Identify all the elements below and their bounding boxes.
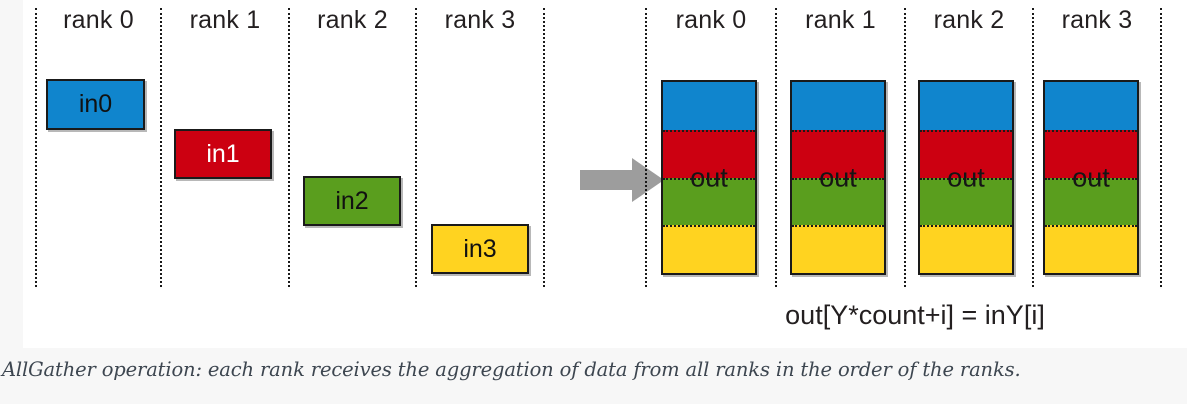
input-rank-label-2: rank 2: [317, 6, 388, 34]
rank-divider-right-1: [775, 8, 777, 287]
output-segment-in0: [920, 82, 1012, 130]
output-segment-in1: [663, 129, 755, 178]
formula-text: out[Y*count+i] = inY[i]: [785, 300, 1045, 330]
output-segment-in3: [792, 225, 884, 273]
output-segment-in1: [920, 129, 1012, 178]
output-segment-in2: [792, 177, 884, 226]
input-rank-label-1: rank 1: [189, 6, 261, 34]
input-box-in2: in2: [303, 176, 401, 226]
output-segment-in3: [920, 225, 1012, 273]
output-segment-in2: [663, 177, 755, 226]
figure-canvas: rank 0 rank 1 rank 2 rank 3 in0 in1 in2 …: [23, 0, 1187, 348]
output-segment-in3: [1045, 225, 1137, 273]
output-segment-in1: [792, 129, 884, 178]
input-rank-label-3: rank 3: [444, 6, 516, 34]
rank-divider-left-2: [288, 8, 290, 287]
output-column-rank0: out: [661, 80, 757, 275]
input-box-label: in1: [206, 139, 240, 168]
rank-divider-left-1: [160, 8, 162, 287]
output-column-rank1: out: [790, 80, 886, 275]
input-rank-label-0: rank 0: [63, 6, 134, 34]
output-rank-label-1: rank 1: [805, 6, 876, 34]
rank-divider-left-4: [543, 8, 545, 287]
rank-divider-left-0: [35, 8, 37, 287]
output-segment-in1: [1045, 129, 1137, 178]
rank-divider-right-4: [1160, 8, 1162, 287]
output-rank-label-3: rank 3: [1061, 6, 1133, 34]
output-column-rank3: out: [1043, 80, 1139, 275]
input-box-in1: in1: [174, 129, 272, 179]
right-arrow-icon: [580, 158, 664, 202]
output-segment-in0: [792, 82, 884, 130]
rank-divider-right-0: [645, 8, 647, 287]
rank-divider-left-3: [415, 8, 417, 287]
input-box-label: in0: [78, 90, 113, 118]
output-segment-in2: [920, 177, 1012, 226]
input-box-in3: in3: [431, 224, 529, 274]
input-box-in0: in0: [46, 79, 145, 130]
input-box-label: in3: [463, 234, 497, 263]
input-box-label: in2: [335, 186, 369, 215]
figure-caption: AllGather operation: each rank receives …: [2, 358, 1021, 381]
output-segment-in0: [1045, 82, 1137, 130]
output-segment-in0: [663, 82, 755, 130]
output-segment-in2: [1045, 177, 1137, 226]
output-segment-in3: [663, 225, 755, 273]
rank-divider-right-3: [1032, 8, 1034, 287]
rank-divider-right-2: [904, 8, 906, 287]
output-rank-label-0: rank 0: [675, 6, 747, 34]
output-rank-label-2: rank 2: [933, 6, 1005, 34]
output-column-rank2: out: [918, 80, 1014, 275]
